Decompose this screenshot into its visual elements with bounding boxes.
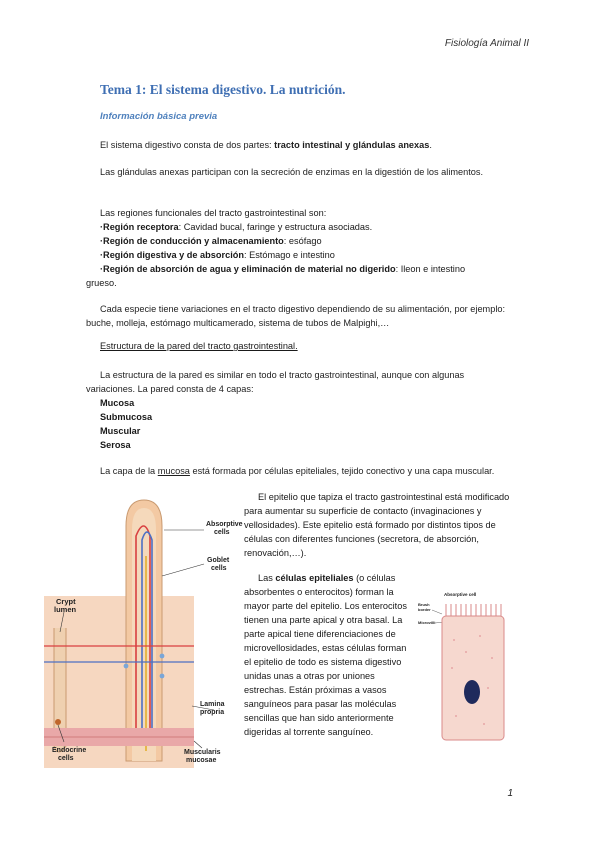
villus-diagram: Absorptive cells Goblet cells Crypt lume… (44, 499, 243, 768)
cell-body (441, 615, 505, 741)
page-number: 1 (507, 788, 513, 799)
label-crypt: lumen (54, 605, 77, 614)
leader-line (59, 611, 65, 633)
region-item: ·Región de conducción y almacenamiento: … (100, 236, 322, 246)
layer-item: Submucosa (100, 412, 153, 422)
paragraph-parts: El sistema digestivo consta de dos parte… (100, 140, 432, 150)
paragraph-epithelium: El epitelio que tapiza el tracto gastroi… (244, 492, 510, 558)
label-brush: border (418, 607, 431, 612)
cytoplasm-granules (451, 635, 493, 725)
goblet-cell (159, 653, 165, 659)
leader-line (57, 724, 65, 743)
label-lamina: propria (200, 709, 224, 716)
paragraph-epithelial-cells: Las células epiteliales (o células absor… (244, 573, 407, 737)
region-item-continued: grueso. (86, 278, 117, 288)
layer-item: Mucosa (100, 398, 135, 408)
leader-line (193, 740, 203, 749)
label-absorptive: cells (214, 529, 230, 536)
goblet-cell (123, 663, 129, 669)
running-header: Fisiología Animal II (444, 38, 529, 49)
leader-line (161, 563, 205, 577)
region-item: ·Región de absorción de agua y eliminaci… (100, 264, 466, 274)
paragraph-glands: Las glándulas anexas participan con la s… (100, 167, 484, 177)
label-endocrine: cells (58, 755, 74, 762)
label-crypt: Crypt (56, 597, 76, 606)
paragraph-wall: La estructura de la pared es similar en … (86, 370, 465, 394)
leader-line (191, 705, 215, 711)
section-subtitle: Información básica previa (100, 111, 218, 122)
absorptive-cell-diagram: Absorptive cell Brush border Microvilli (418, 592, 505, 741)
label-muscularis: Muscularis (184, 749, 221, 756)
regions-intro: Las regiones funcionales del tracto gast… (100, 208, 327, 218)
section-heading: Estructura de la pared del tracto gastro… (100, 341, 298, 351)
paragraph-variations: Cada especie tiene variaciones en el tra… (86, 304, 506, 328)
label-brush: Brush (418, 602, 430, 607)
paragraph-mucosa: La capa de la mucosa está formada por cé… (100, 466, 495, 476)
microvilli (445, 604, 502, 616)
endocrine-cell (55, 719, 61, 725)
goblet-cell (159, 673, 165, 679)
label-absorptive-cell: Absorptive cell (444, 592, 476, 597)
label-microvilli: Microvilli (418, 620, 435, 625)
label-absorptive: Absorptive (206, 521, 243, 528)
villus-vein (141, 531, 153, 746)
label-lamina: Lamina (200, 701, 225, 708)
layer-item: Serosa (100, 440, 131, 450)
layer-item: Muscular (100, 426, 141, 436)
nucleus (464, 680, 480, 704)
label-endocrine: Endocrine (52, 747, 86, 754)
page-title: Tema 1: El sistema digestivo. La nutrici… (100, 82, 346, 97)
label-goblet: cells (211, 565, 227, 572)
label-muscularis: mucosae (186, 757, 216, 764)
leader-line (431, 609, 443, 615)
region-item: ·Región receptora: Cavidad bucal, faring… (100, 222, 373, 232)
label-goblet: Goblet (207, 557, 230, 564)
region-item: ·Región digestiva y de absorción: Estóma… (100, 250, 335, 260)
